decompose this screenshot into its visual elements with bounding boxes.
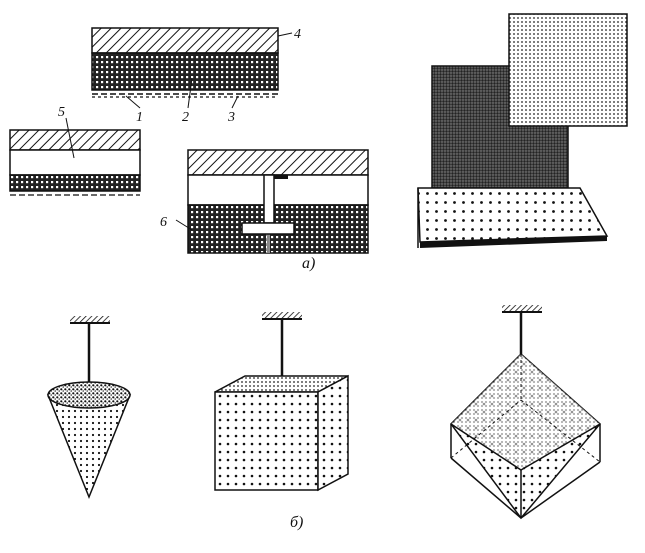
label-5: 5 <box>58 105 65 120</box>
cone-absorber <box>46 316 132 500</box>
label-1: 1 <box>136 110 143 125</box>
cube-absorber <box>214 312 349 492</box>
suspended-panel <box>187 149 369 254</box>
air-gap-panel <box>9 129 141 196</box>
caption-b: б) <box>290 514 303 531</box>
layered-panel-top <box>91 27 279 98</box>
label-3: 3 <box>227 110 235 125</box>
label-2: 2 <box>182 110 189 125</box>
label-4: 4 <box>294 27 301 42</box>
perforated-panels <box>417 13 628 248</box>
leader-line-6 <box>175 219 193 231</box>
label-6: 6 <box>160 215 167 230</box>
leader-lines-top <box>125 32 293 109</box>
caption-a: а) <box>302 255 315 272</box>
leader-line-5 <box>65 117 75 159</box>
diamond-cube-absorber <box>450 305 602 520</box>
